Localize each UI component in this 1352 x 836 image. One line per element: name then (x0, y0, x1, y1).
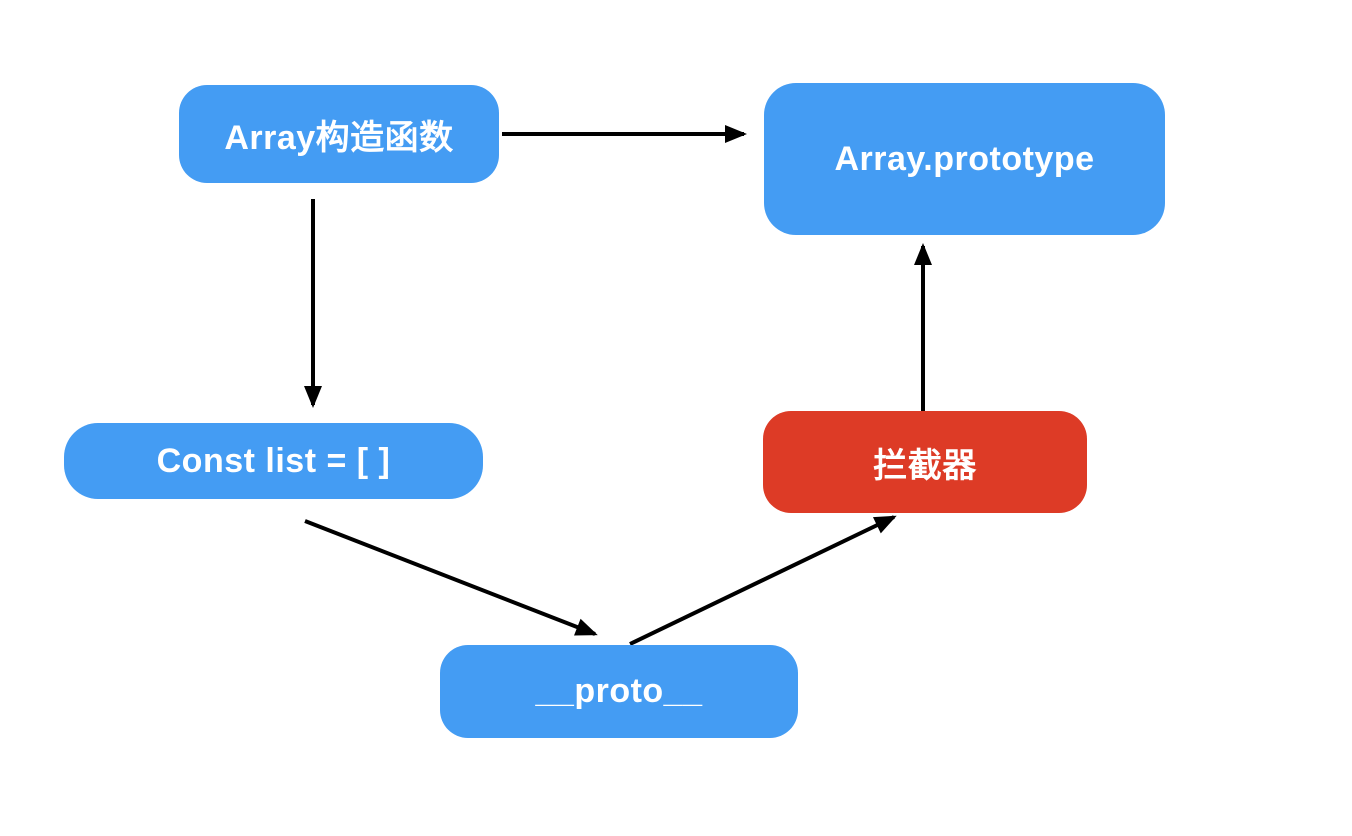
node-array-prototype-label: Array.prototype (834, 139, 1095, 178)
arrow-proto-to-interceptor (629, 515, 897, 646)
node-interceptor-label: 拦截器 (873, 446, 977, 485)
node-array-constructor: Array构造函数 (179, 85, 499, 183)
node-const-list: Const list = [ ] (64, 423, 483, 499)
arrow-const-list-to-proto (304, 519, 598, 636)
node-proto-label: __proto__ (535, 672, 703, 710)
node-array-constructor-label: Array构造函数 (224, 118, 454, 157)
node-array-prototype: Array.prototype (764, 83, 1165, 235)
node-const-list-label: Const list = [ ] (156, 441, 391, 480)
node-interceptor: 拦截器 (763, 411, 1087, 513)
node-proto: __proto__ (440, 645, 798, 738)
